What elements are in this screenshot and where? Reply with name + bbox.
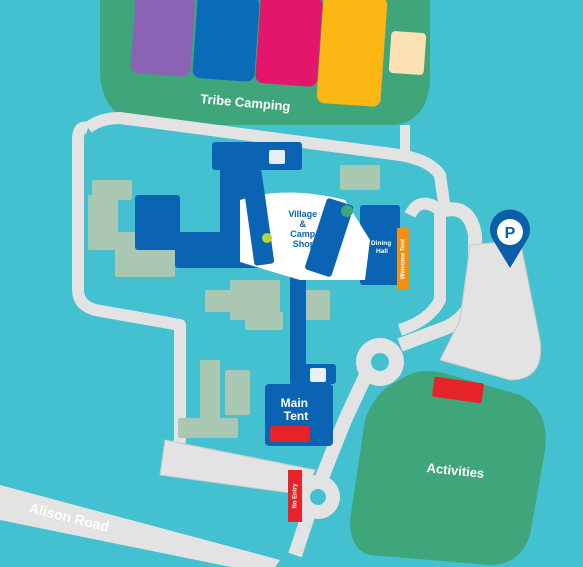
parking-label: P: [505, 225, 516, 242]
main-tent-sign-icon: [270, 426, 310, 442]
svg-text:Dining Hall: Dining Hall: [371, 240, 393, 255]
toilets-icon: [269, 150, 285, 164]
village-shop-wing-2: [305, 198, 354, 277]
alison-road[interactable]: [0, 485, 280, 567]
welcome-tent-label: Welcome Tent: [401, 239, 407, 279]
village-label-2: &: [299, 219, 306, 229]
first-aid-icon: [341, 205, 353, 217]
water-refill-icon: [262, 233, 272, 243]
village-label-1: Village: [288, 209, 317, 219]
main-tent-label-1: Main: [281, 396, 308, 410]
roundabout-south-island: [310, 489, 326, 505]
perimeter-road[interactable]: [72, 121, 320, 500]
village-label-3: Camp: [290, 229, 316, 239]
roundabout-north-island: [371, 353, 389, 371]
no-entry-label: No Entry: [293, 483, 299, 509]
loop-road-inner[interactable]: [397, 197, 446, 336]
gray-buildings: [88, 165, 380, 438]
activities-label: Activities: [426, 460, 485, 481]
camp-zone-purple[interactable]: [130, 0, 196, 77]
dining-label-2: Hall: [376, 248, 388, 255]
camp-zone-blue[interactable]: [192, 0, 260, 82]
svg-text:Village & Camp Sho: Village & Camp Shop: [288, 209, 319, 249]
main-tent-label-2: Tent: [284, 409, 308, 423]
welcome-tent[interactable]: [397, 228, 409, 290]
parking-pin-icon[interactable]: P: [490, 209, 530, 268]
dining-label-1: Dining: [371, 240, 391, 247]
activities-sign-icon: [432, 376, 484, 404]
shower-icon: [310, 368, 326, 382]
svg-text:Main Tent: Main Tent: [281, 396, 312, 423]
activities-area[interactable]: [350, 371, 546, 565]
camp-zone-yellow[interactable]: [316, 0, 388, 107]
no-entry-marker: [288, 470, 302, 522]
village-label-4: Shop: [293, 239, 316, 249]
camp-zone-cream[interactable]: [388, 31, 427, 75]
access-road[interactable]: [288, 342, 387, 558]
camp-zone-magenta[interactable]: [255, 0, 323, 87]
car-park-east[interactable]: [439, 239, 542, 381]
